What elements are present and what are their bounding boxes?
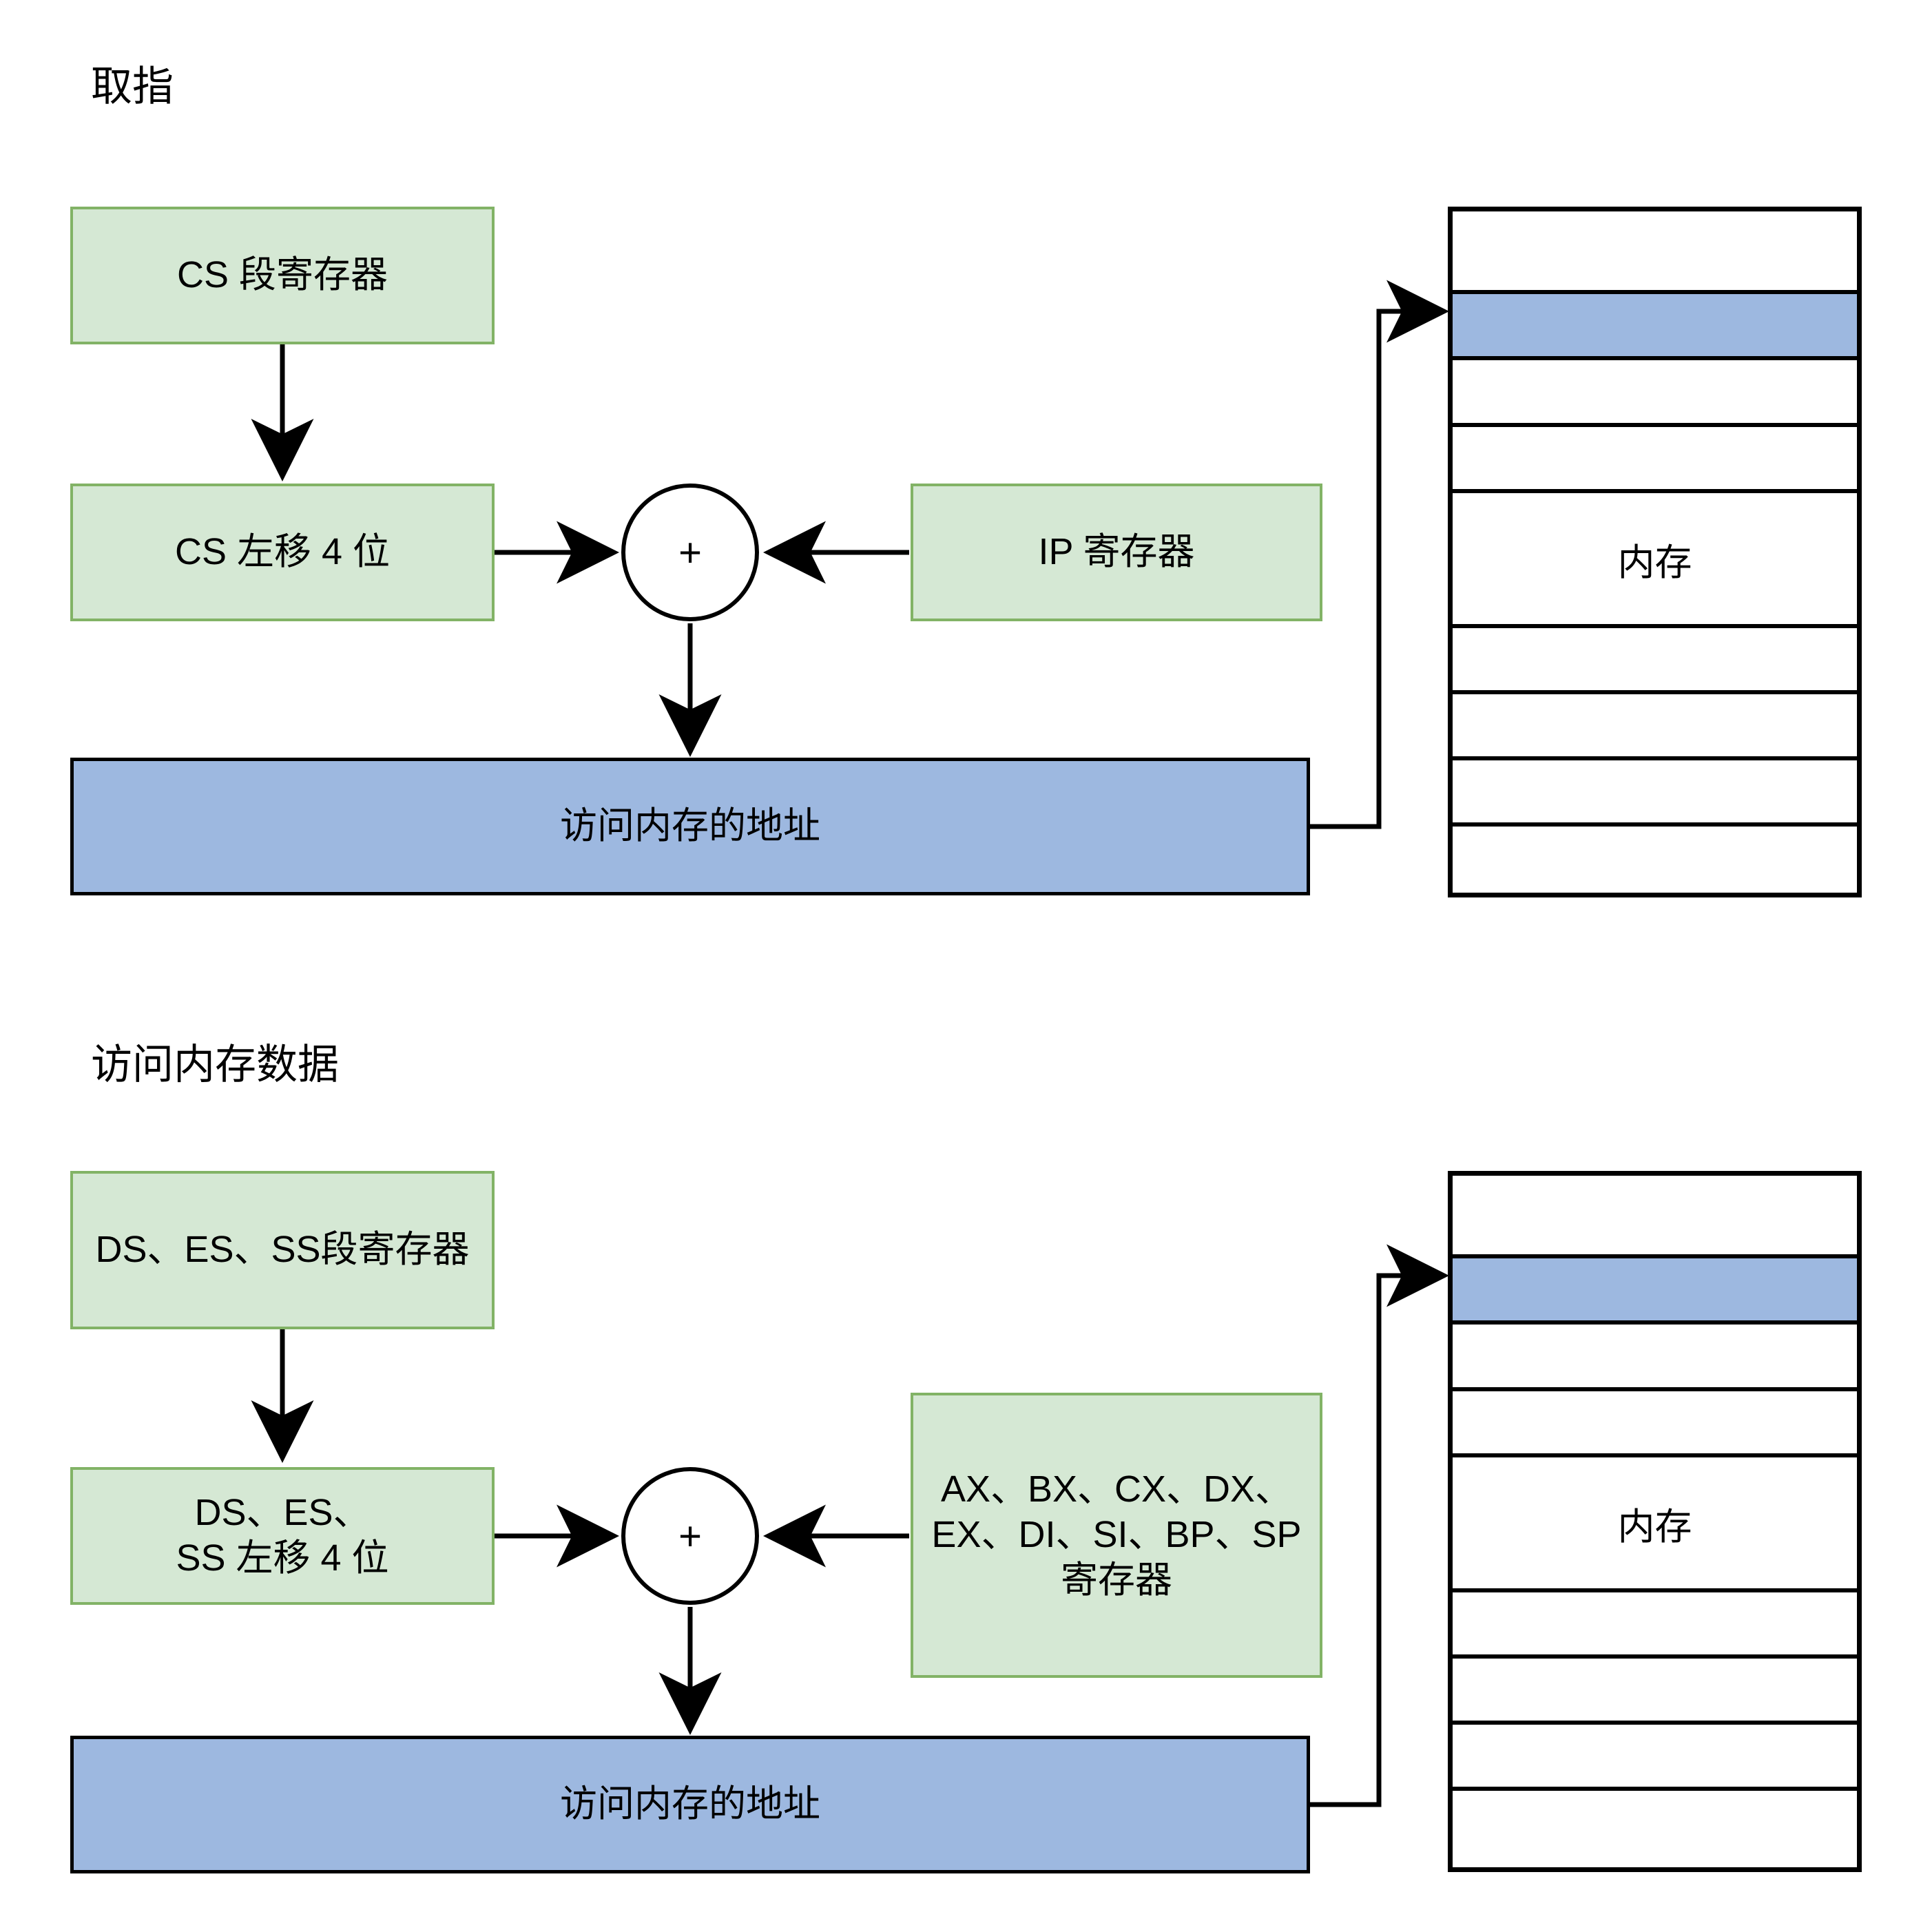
node-adder-data-label: +: [678, 1513, 702, 1559]
memory-row[interactable]: [1453, 1791, 1857, 1867]
memory-row[interactable]: [1453, 1725, 1857, 1791]
node-general-registers[interactable]: AX、BX、CX、DX、EX、DI、SI、BP、SP 寄存器: [911, 1393, 1322, 1678]
section-title-data-access: 访问内存数据: [91, 1041, 339, 1088]
memory-row[interactable]: [1453, 1391, 1857, 1457]
node-adder-fetch[interactable]: +: [621, 484, 759, 621]
memory-row[interactable]: [1453, 427, 1857, 493]
edge-address2-to-memory: [1310, 1244, 1449, 1807]
memory-row[interactable]: [1453, 211, 1857, 294]
node-memory-address-fetch-label: 访问内存的地址: [560, 805, 820, 847]
memory-table-fetch: 内存: [1448, 207, 1862, 897]
node-cs-shift-left[interactable]: CS 左移 4 位: [70, 484, 495, 621]
node-memory-address-data[interactable]: 访问内存的地址: [70, 1736, 1310, 1873]
memory-row[interactable]: [1453, 1176, 1857, 1258]
section-title-fetch: 取指: [91, 63, 174, 110]
node-general-registers-label: AX、BX、CX、DX、EX、DI、SI、BP、SP 寄存器: [931, 1468, 1302, 1601]
node-dsesss-shift-left-line2: SS 左移 4 位: [176, 1537, 389, 1579]
memory-row-highlighted[interactable]: [1453, 1258, 1857, 1325]
edge-address-to-memory: [1310, 280, 1449, 829]
memory-row[interactable]: [1453, 360, 1857, 427]
node-ip-register[interactable]: IP 寄存器: [911, 484, 1322, 621]
node-adder-fetch-label: +: [678, 530, 702, 575]
node-cs-shift-left-label: CS 左移 4 位: [174, 531, 391, 573]
memory-row[interactable]: [1453, 760, 1857, 827]
memory-row-highlighted[interactable]: [1453, 294, 1857, 360]
memory-label: 内存: [1617, 1506, 1692, 1548]
node-dsesss-shift-left-line1: DS、ES、: [194, 1492, 371, 1534]
memory-row[interactable]: [1453, 1592, 1857, 1659]
memory-table-data: 内存: [1448, 1171, 1862, 1872]
node-ip-register-label: IP 寄存器: [1038, 531, 1195, 573]
node-adder-data[interactable]: +: [621, 1467, 759, 1605]
memory-label: 内存: [1617, 541, 1692, 583]
node-cs-segment-register[interactable]: CS 段寄存器: [70, 207, 495, 344]
node-cs-segment-register-label: CS 段寄存器: [176, 254, 388, 296]
memory-row-label-cell[interactable]: 内存: [1453, 493, 1857, 628]
memory-row[interactable]: [1453, 1325, 1857, 1391]
node-memory-address-data-label: 访问内存的地址: [560, 1783, 820, 1825]
memory-row[interactable]: [1453, 628, 1857, 694]
node-dsesss-shift-left[interactable]: DS、ES、 SS 左移 4 位: [70, 1467, 495, 1605]
node-dsesss-segment-register-label: DS、ES、SS段寄存器: [95, 1229, 470, 1271]
node-memory-address-fetch[interactable]: 访问内存的地址: [70, 758, 1310, 895]
memory-row-label-cell[interactable]: 内存: [1453, 1457, 1857, 1592]
memory-row[interactable]: [1453, 694, 1857, 760]
memory-row[interactable]: [1453, 1659, 1857, 1725]
node-dsesss-segment-register[interactable]: DS、ES、SS段寄存器: [70, 1171, 495, 1329]
memory-row[interactable]: [1453, 827, 1857, 893]
